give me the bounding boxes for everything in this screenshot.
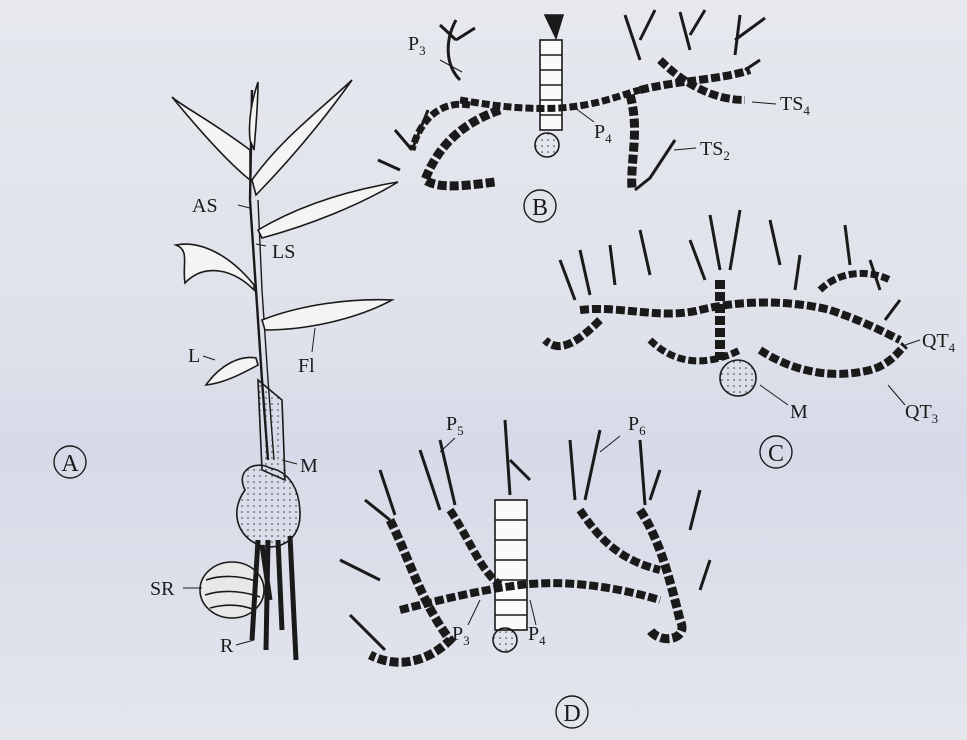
panel-b-branching (378, 10, 765, 190)
panel-letter-b: B (532, 195, 548, 221)
panel-letter-d: D (563, 701, 580, 727)
label-m-a: M (300, 455, 318, 477)
label-qt3: QT3 (905, 401, 938, 426)
label-ts2: TS2 (700, 138, 730, 163)
label-ls: LS (272, 241, 295, 263)
panel-c-branching (545, 210, 905, 396)
label-l: L (188, 345, 200, 367)
label-p4-b: P4 (594, 121, 612, 146)
label-p4-d: P4 (528, 623, 546, 648)
label-ts4: TS4 (780, 93, 810, 118)
label-fl: Fl (298, 355, 315, 377)
label-p3-b: P3 (408, 33, 426, 58)
panel-letter-a: A (61, 451, 79, 477)
label-sr: SR (150, 578, 175, 600)
label-qt4: QT4 (922, 330, 956, 355)
label-as: AS (192, 195, 218, 217)
panel-d-branching (340, 420, 710, 662)
label-p3-d: P3 (452, 623, 470, 648)
panel-letter-c: C (768, 441, 784, 467)
label-r: R (220, 635, 234, 657)
label-m-c: M (790, 401, 808, 423)
label-p5: P5 (446, 413, 464, 438)
label-p6: P6 (628, 413, 646, 438)
